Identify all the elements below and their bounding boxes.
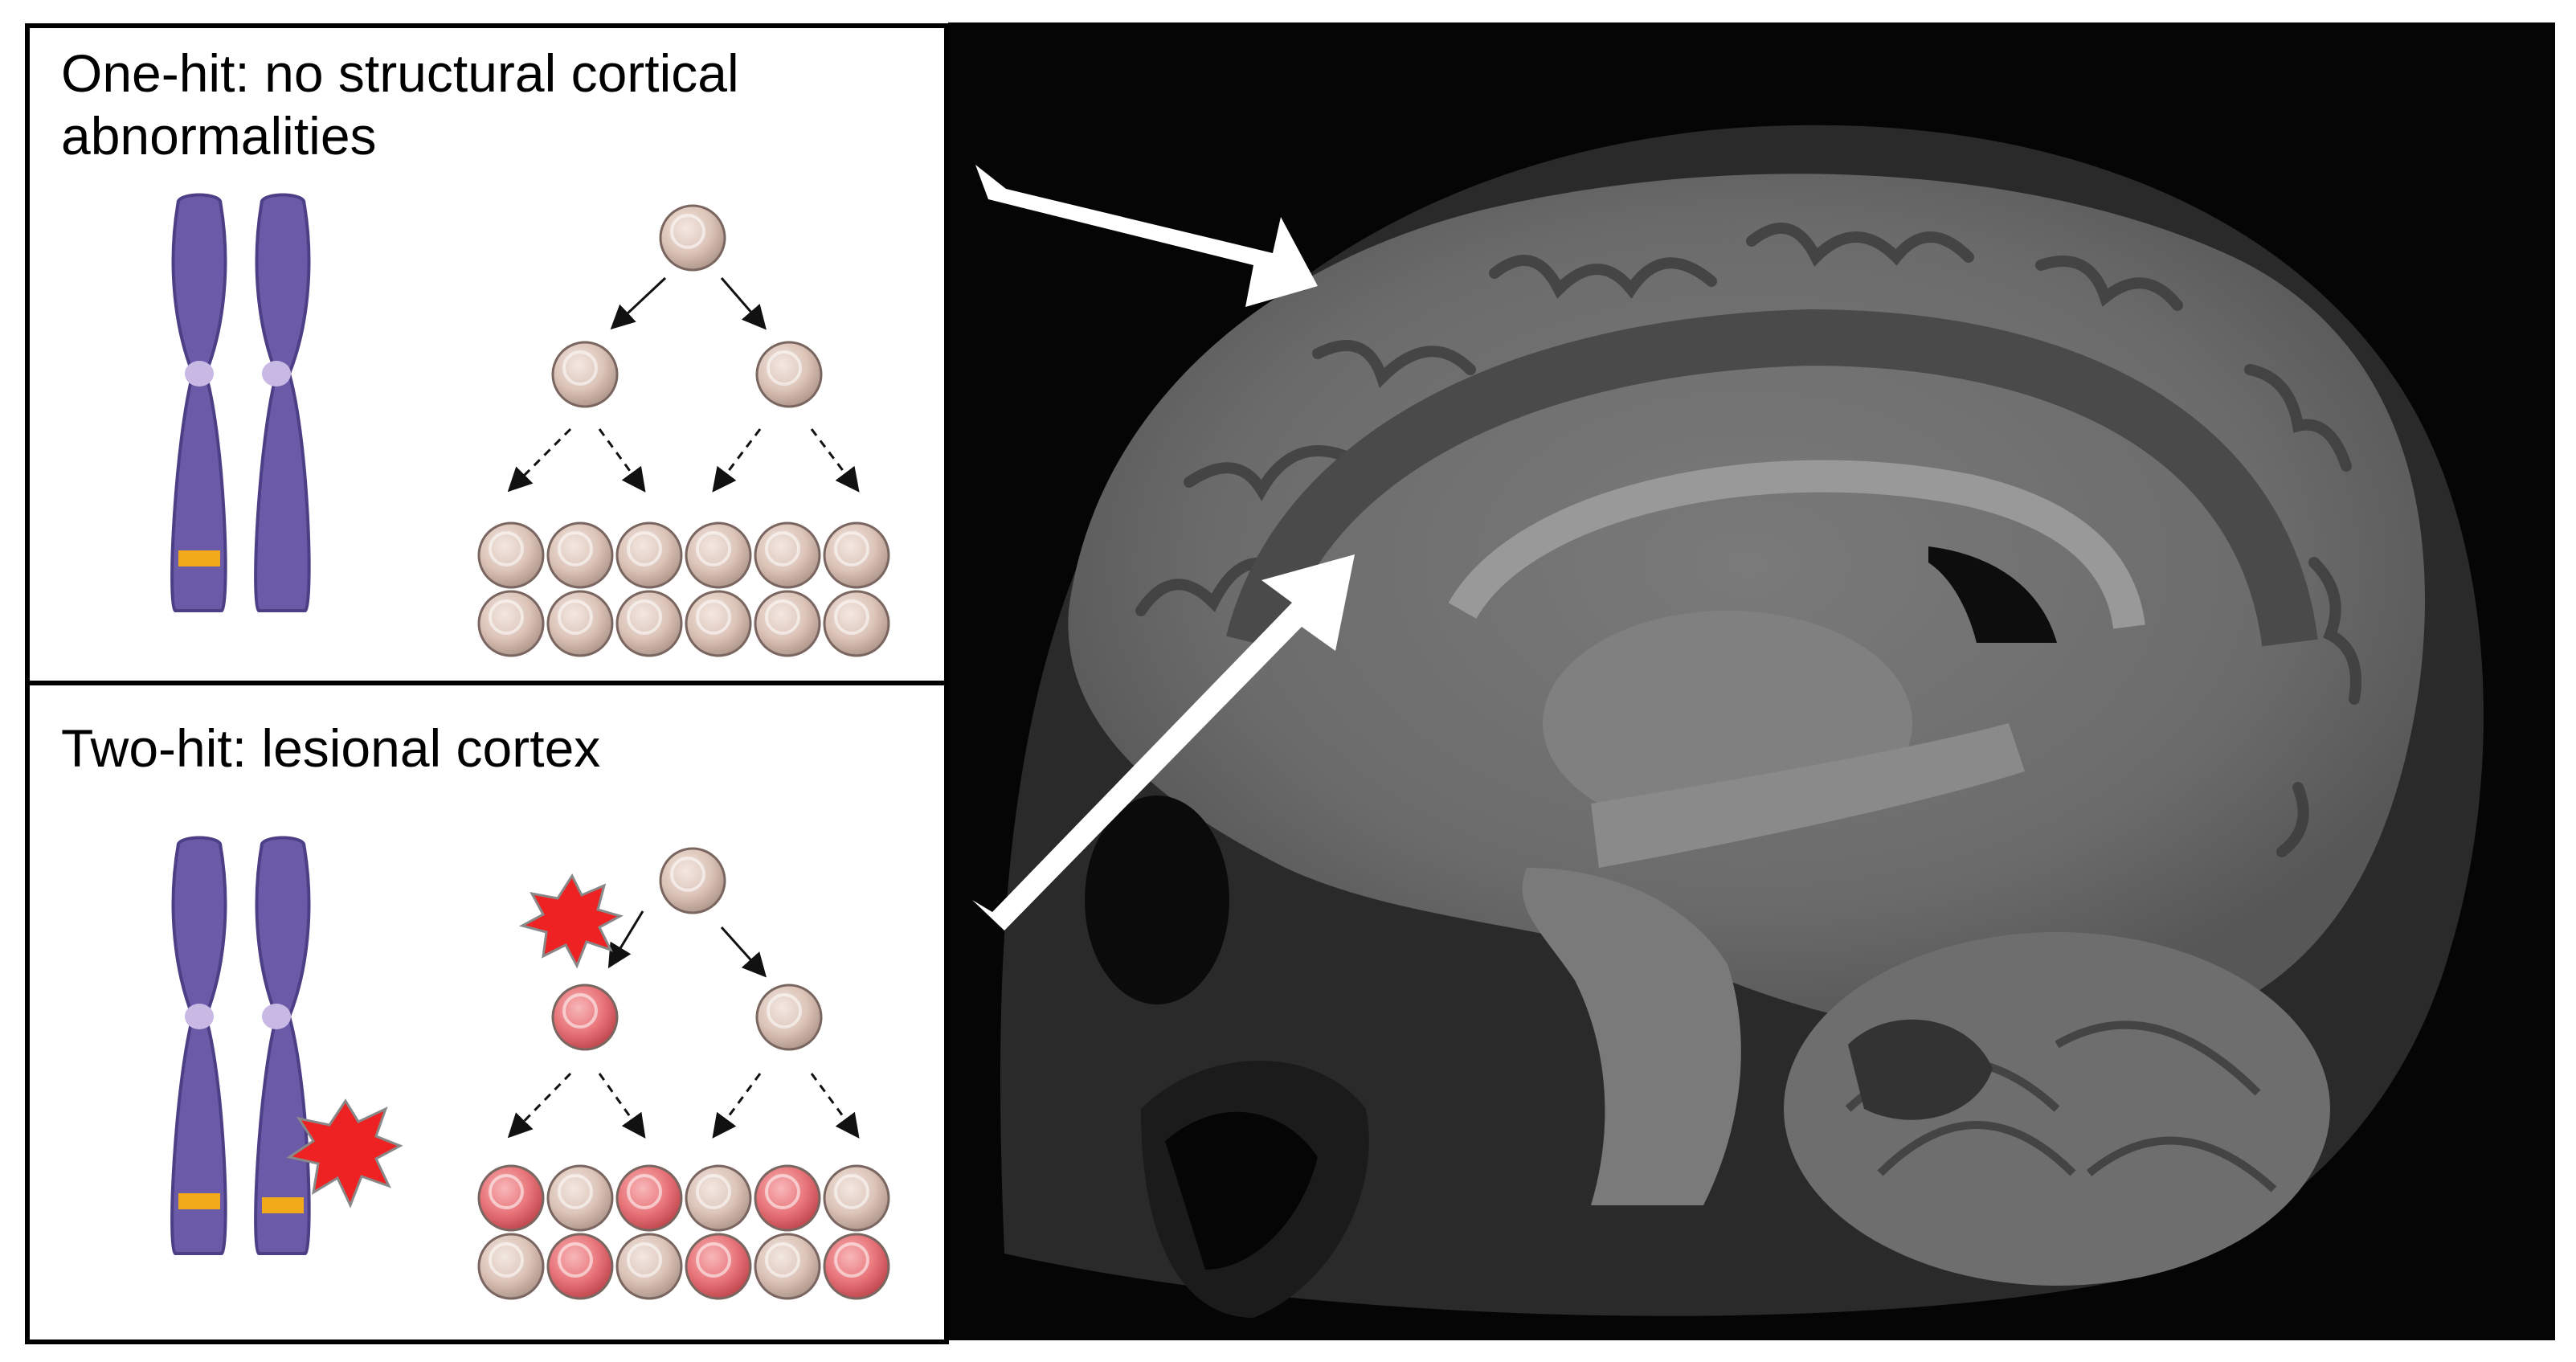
cell-highlight (627, 531, 662, 566)
cell-highlight (489, 1174, 524, 1209)
cell-highlight (627, 1242, 662, 1278)
cell-highlight (558, 531, 593, 566)
cell-highlight (765, 531, 800, 566)
second-hit-burst-icon (286, 1098, 403, 1209)
cell-highlight (670, 857, 705, 892)
one-hit-panel-title: One-hit: no structural cortical abnormal… (61, 43, 739, 166)
chromosome-icon (254, 193, 311, 612)
one-hit-chromosome-pair (170, 193, 311, 612)
cell-highlight (767, 993, 802, 1029)
one-hit-lineage-arrows (507, 276, 860, 493)
cell-highlight (765, 599, 800, 635)
cell-highlight (558, 599, 593, 635)
chromosome-icon (170, 836, 227, 1255)
two-hit-panel-title: Two-hit: lesional cortex (61, 718, 601, 778)
cell-highlight (558, 1174, 593, 1209)
cell-highlight (562, 350, 598, 386)
cell-highlight (696, 1174, 731, 1209)
cell-highlight (558, 1242, 593, 1278)
cell-highlight (489, 531, 524, 566)
cell-highlight (765, 1242, 800, 1278)
second-hit-burst-icon (518, 873, 624, 969)
cell-highlight (834, 599, 869, 635)
two-hit-cell-lineage (477, 847, 890, 1300)
cell-highlight (767, 350, 802, 386)
mri-panel (948, 22, 2555, 1340)
cell-highlight (765, 1174, 800, 1209)
pointer-arrow-icon (975, 165, 1318, 307)
cell-highlight (696, 531, 731, 566)
chromosome-icon (170, 193, 227, 612)
two-hit-lineage-arrows (507, 910, 860, 1139)
cell-highlight (489, 1242, 524, 1278)
cell-highlight (627, 1174, 662, 1209)
cell-highlight (834, 1242, 869, 1278)
two-hit-chromosome-pair (170, 836, 403, 1255)
cell-highlight (696, 599, 731, 635)
one-hit-cell-lineage (477, 204, 890, 657)
cell-highlight (562, 993, 598, 1029)
cell-highlight (627, 599, 662, 635)
sagittal-brain-mri-image (1000, 125, 2484, 1318)
pointer-arrow-icon (972, 554, 1355, 930)
cell-highlight (696, 1242, 731, 1278)
cell-highlight (670, 214, 705, 249)
chromosome-icon (254, 836, 311, 1255)
cell-highlight (489, 599, 524, 635)
cell-highlight (834, 1174, 869, 1209)
cell-highlight (834, 531, 869, 566)
